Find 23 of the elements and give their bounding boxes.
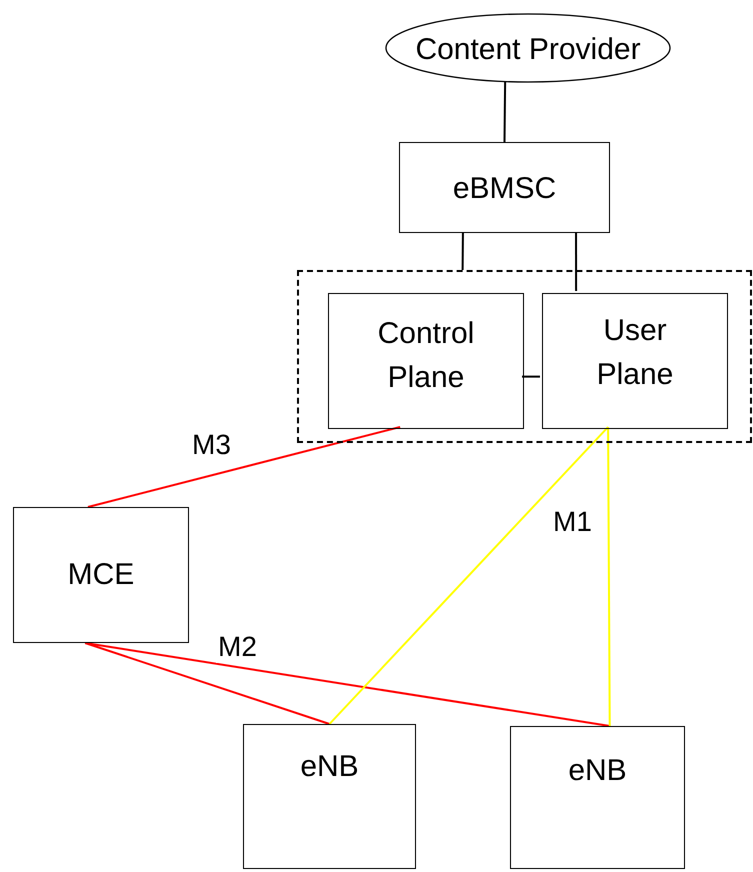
connector-line xyxy=(84,642,330,725)
connector-line xyxy=(575,233,578,291)
connector-line xyxy=(85,642,610,727)
connector-line xyxy=(462,232,464,270)
node-label: eBMSC xyxy=(452,171,556,207)
node-label: User Plane xyxy=(596,313,674,392)
process-box xyxy=(243,724,416,869)
connector-line xyxy=(328,426,609,725)
node-label: Control Plane xyxy=(376,316,476,396)
connector-line xyxy=(522,376,540,378)
group-box xyxy=(297,270,752,443)
ellipse-node xyxy=(385,13,671,83)
connector-line xyxy=(607,427,611,726)
node-label: MCE xyxy=(68,557,134,593)
process-box xyxy=(13,507,189,643)
connector-line xyxy=(504,82,506,142)
node-label: eNB xyxy=(300,749,359,785)
node-label: Content Provider xyxy=(415,32,641,68)
process-box xyxy=(328,293,524,429)
node-label: eNB xyxy=(568,753,627,789)
process-box xyxy=(399,142,610,233)
process-box xyxy=(510,726,685,869)
process-box xyxy=(542,293,728,429)
